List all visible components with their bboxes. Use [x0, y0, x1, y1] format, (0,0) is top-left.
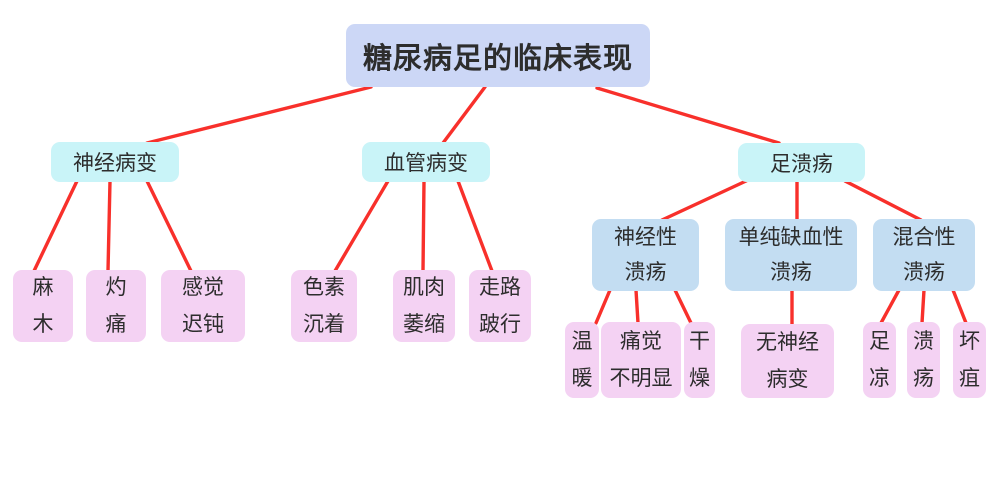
edge-mixed-gangrene — [951, 288, 968, 325]
node-cold-foot[interactable]: 足 凉 — [863, 322, 896, 398]
node-neuropathic-ulcer[interactable]: 神经性 溃疡 — [592, 219, 699, 291]
edge-vasculopathy-limping — [456, 179, 494, 273]
node-dryness[interactable]: 干 燥 — [684, 322, 715, 398]
edge-neuropathic-pain-not-obvious — [634, 288, 640, 325]
edge-root-foot-ulcer — [595, 86, 781, 145]
node-sensory-dullness[interactable]: 感觉 迟钝 — [161, 270, 245, 342]
node-numbness[interactable]: 麻 木 — [13, 270, 73, 342]
edge-root-vasculopathy — [441, 85, 487, 145]
node-root[interactable]: 糖尿病足的临床表现 — [346, 24, 650, 87]
node-neuropathy[interactable]: 神经病变 — [51, 142, 179, 182]
node-foot-ulcer[interactable]: 足溃疡 — [738, 143, 865, 182]
node-ulceration[interactable]: 溃 疡 — [907, 322, 940, 398]
node-limping[interactable]: 走路 跛行 — [469, 270, 531, 342]
edge-vasculopathy-pigmentation — [333, 179, 390, 273]
node-mixed-ulcer[interactable]: 混合性 溃疡 — [873, 219, 975, 291]
edge-neuropathic-warm — [594, 288, 612, 325]
node-muscle-atrophy[interactable]: 肌肉 萎缩 — [393, 270, 455, 342]
edge-neuropathy-numbness — [32, 179, 79, 273]
edge-neuropathy-sensory-dullness — [145, 179, 193, 273]
edge-neuropathy-burning-pain — [106, 179, 112, 273]
edge-mixed-cold-foot — [879, 288, 901, 325]
edge-vasculopathy-muscle-atrophy — [421, 179, 426, 273]
node-no-neuropathy[interactable]: 无神经 病变 — [741, 324, 834, 398]
node-pain-not-obvious[interactable]: 痛觉 不明显 — [601, 322, 681, 398]
node-vasculopathy[interactable]: 血管病变 — [362, 142, 490, 182]
edge-mixed-ulceration — [920, 288, 926, 325]
edge-root-neuropathy — [145, 85, 373, 145]
edge-ulcer-neuropathic — [660, 179, 748, 222]
edge-ulcer-mixed — [843, 179, 923, 222]
node-ischemic-ulcer[interactable]: 单纯缺血性 溃疡 — [725, 219, 857, 291]
node-pigmentation[interactable]: 色素 沉着 — [291, 270, 357, 342]
node-gangrene[interactable]: 坏 疽 — [953, 322, 986, 398]
node-warm[interactable]: 温 暖 — [565, 322, 599, 398]
edge-neuropathic-dryness — [673, 288, 693, 325]
node-burning-pain[interactable]: 灼 痛 — [86, 270, 146, 342]
